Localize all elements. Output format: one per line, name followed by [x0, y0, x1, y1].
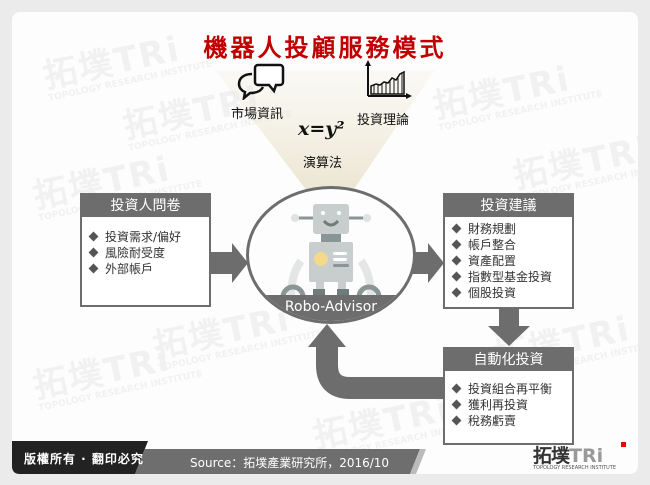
speech-bubbles-icon	[237, 63, 285, 100]
automated-investing-box: 自動化投資 投資組合再平衡 獲利再投資 稅務虧賣	[443, 347, 574, 445]
box-header: 投資人問卷	[82, 195, 209, 217]
list-item: 財務規劃	[451, 221, 572, 237]
list-item: 個股投資	[451, 285, 572, 301]
logo-red-dot	[621, 442, 626, 447]
box-header: 投資建議	[445, 195, 572, 217]
investor-questionnaire-box: 投資人問卷 投資需求/偏好 風險耐受度 外部帳戶	[80, 193, 211, 307]
list-item: 投資組合再平衡	[451, 381, 572, 397]
list-item: 外部帳戶	[88, 261, 209, 277]
investment-theory-label: 投資理論	[357, 113, 410, 128]
list-item: 獲利再投資	[451, 397, 572, 413]
source-text: Source：拓墣產業研究所，2016/10	[190, 456, 390, 470]
market-info-label: 市場資訊	[231, 107, 284, 122]
list-item: 帳戶整合	[451, 237, 572, 253]
list-item: 指數型基金投資	[451, 269, 572, 285]
formula-icon: x=y²	[298, 118, 345, 140]
robo-advisor-circle: Robo-Advisor	[246, 186, 416, 324]
robo-advisor-label: Robo-Advisor	[249, 295, 413, 321]
box-header: 自動化投資	[445, 349, 572, 371]
list-item: 資產配置	[451, 253, 572, 269]
investment-advice-box: 投資建議 財務規劃 帳戶整合 資產配置 指數型基金投資 個股投資	[443, 193, 574, 309]
algorithm-label: 演算法	[303, 156, 343, 171]
list-item: 稅務虧賣	[451, 413, 572, 429]
copyright-text: 版權所有 · 翻印必究	[24, 452, 144, 466]
tri-logo: 拓墣TRi TOPOLOGY RESEARCH INSTITUTE	[533, 441, 633, 473]
list-item: 投資需求/偏好	[88, 229, 209, 245]
list-item: 風險耐受度	[88, 245, 209, 261]
diagram-title: 機器人投顧服務模式	[203, 33, 447, 62]
growth-chart-icon	[365, 60, 412, 99]
